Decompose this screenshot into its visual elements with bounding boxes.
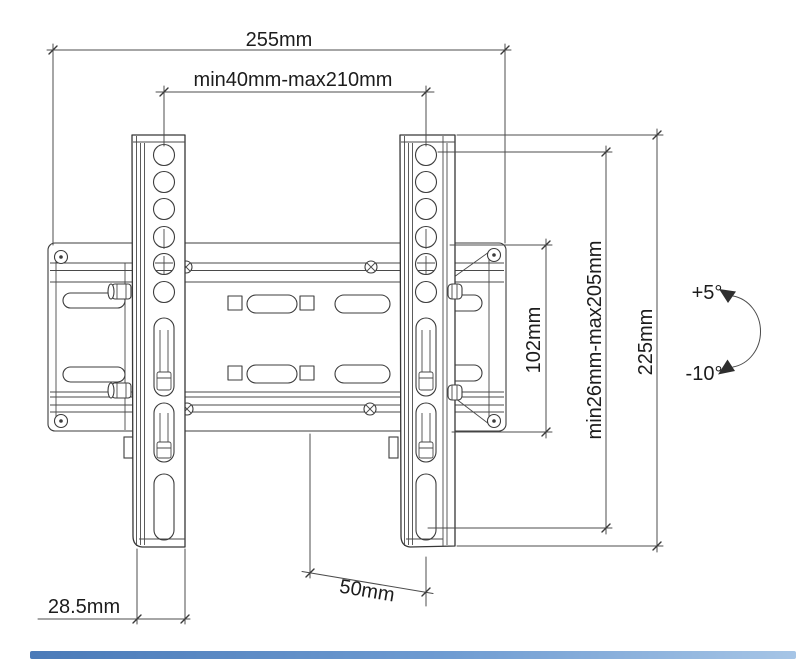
dim-bracket-height-label: 225mm [635,309,657,376]
plate-fold-lines [50,262,504,413]
right-bracket-set-screws [447,283,463,401]
tilt-down-label: -10° [686,363,723,385]
right-bracket [388,134,463,548]
tilt-arrow-down-icon [718,359,735,375]
hex-bolt-top [107,283,132,300]
dim-total-width-label: 255mm [246,29,313,51]
left-bracket-body [131,134,186,548]
dim-plate-height: 102mm [449,238,553,439]
accent-bar [30,651,796,659]
dim-column-width-label: 28.5mm [48,596,120,618]
dim-total-width: 255mm [46,29,512,246]
right-bracket-edges [401,136,455,546]
dim-horizontal-hole-range: min40mm-max210mm [155,69,435,147]
corner-screws [53,247,502,429]
right-bracket-holes [414,143,438,304]
tilt-up-label: +5° [692,282,723,304]
left-bracket-slots [153,317,175,541]
dim-horizontal-hole-range-label: min40mm-max210mm [194,69,393,91]
hex-bolt-bottom [107,382,132,399]
right-bracket-slots [415,317,437,541]
plate-end-folds [55,252,446,430]
wall-plate-outline [47,242,507,432]
left-bracket-tab [123,436,134,459]
dim-bracket-height: 225mm [456,128,664,553]
plate-slots-row1 [62,292,483,314]
dim-column-width: 28.5mm [37,548,191,625]
left-bracket-holes [152,143,176,304]
tilt-arc [732,295,761,368]
dim-wall-distance-label: 50mm [338,576,396,607]
right-bracket-tab [388,436,399,459]
dim-plate-height-label: 102mm [523,307,545,374]
dim-vertical-hole-range-label: min26mm-max205mm [584,241,606,440]
left-bracket [123,134,186,548]
tilt-indicator: +5° -10° [686,282,761,385]
left-bracket-edges [133,136,185,546]
tilt-arrow-up-icon [719,289,736,303]
dim-vertical-hole-range: min26mm-max205mm [427,145,613,535]
